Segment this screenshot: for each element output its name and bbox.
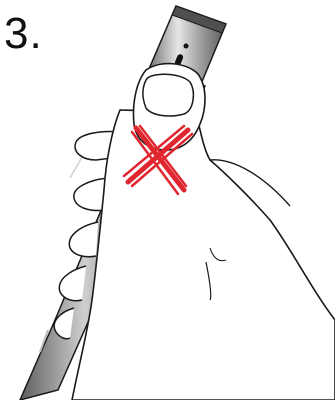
hand-palm: [72, 110, 335, 400]
thumbnail: [143, 74, 193, 116]
dot-icon: [184, 44, 189, 49]
